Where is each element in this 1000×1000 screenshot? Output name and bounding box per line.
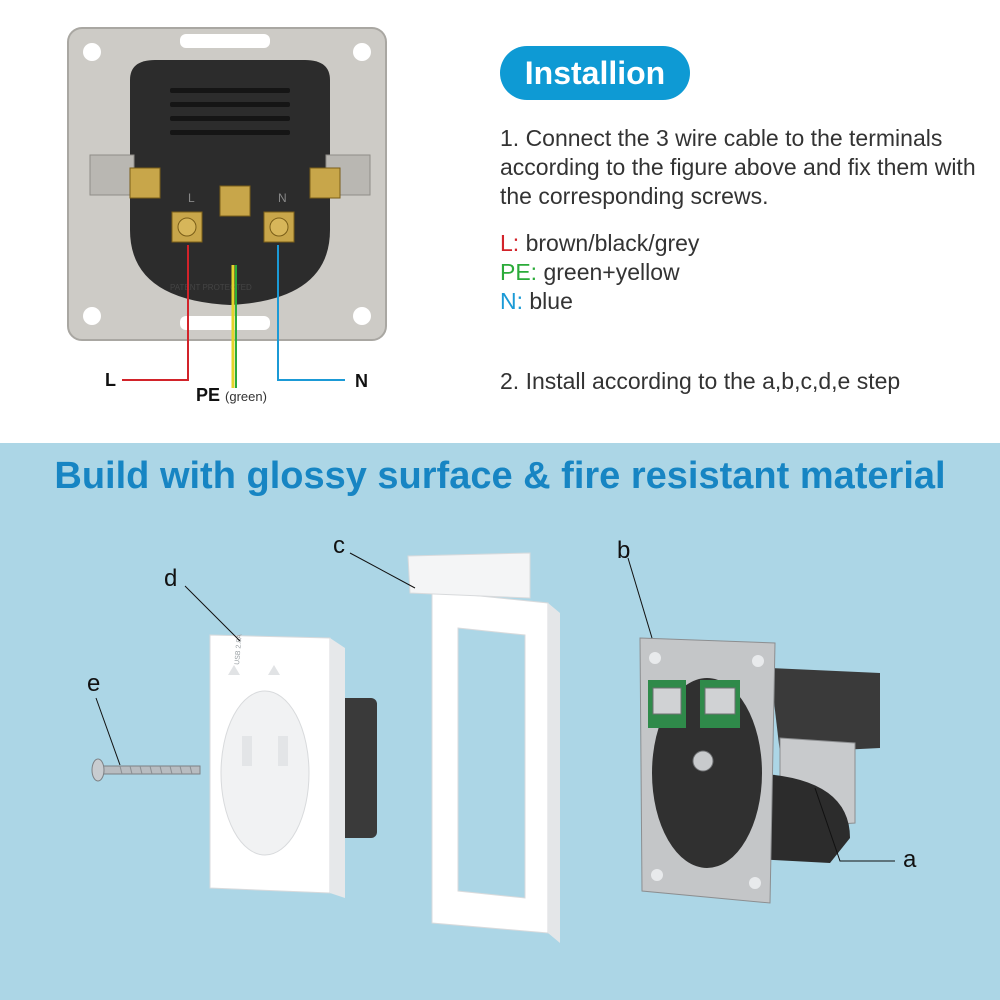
leader-c xyxy=(349,552,416,589)
label-part-b: b xyxy=(617,537,631,564)
frame-slot xyxy=(180,34,270,48)
wire-desc-PE: green+yellow xyxy=(543,259,680,285)
leader-b xyxy=(627,557,653,639)
section-title-badge: Installion xyxy=(500,46,690,100)
exploded-assembly-illustration: USB 2.8A xyxy=(91,552,895,943)
installation-section: L N PATENT PROTECTED L PE (green) N Inst… xyxy=(0,0,1000,443)
part-d-front-cover: USB 2.8A xyxy=(209,634,377,898)
lead-N xyxy=(277,340,345,381)
left-clamp xyxy=(89,154,135,196)
mount-hole xyxy=(83,307,101,325)
vent-slots xyxy=(170,88,290,135)
mount-hole xyxy=(353,43,371,61)
wire-desc-L: brown/black/grey xyxy=(525,230,700,256)
brass-terminal xyxy=(129,167,161,199)
label-PE-main: PE xyxy=(196,385,221,405)
wire-code-N: N: xyxy=(500,288,523,314)
lead-L xyxy=(122,340,189,381)
leader-e xyxy=(95,697,121,766)
terminal-label-L: L xyxy=(188,191,195,205)
brass-terminal xyxy=(309,167,341,199)
socket-wiring-diagram: L N PATENT PROTECTED xyxy=(67,27,387,350)
screw-N xyxy=(269,217,289,237)
socket-body xyxy=(130,60,330,305)
leader-a xyxy=(814,787,895,862)
wire-leads xyxy=(122,340,345,388)
wire-legend-L: L: brown/black/grey xyxy=(500,229,699,258)
material-headline: Build with glossy surface & fire resista… xyxy=(54,455,946,497)
label-PE: PE (green) xyxy=(196,385,267,406)
terminal-label-N: N xyxy=(278,191,287,205)
wire-legend-N: N: blue xyxy=(500,287,573,316)
mount-hole xyxy=(83,43,101,61)
leader-d xyxy=(184,585,241,642)
brass-terminal xyxy=(219,185,251,217)
part-b-metal-frame xyxy=(639,637,776,904)
label-PE-sub: (green) xyxy=(225,389,267,404)
label-N: N xyxy=(355,371,368,391)
part-c-frame xyxy=(407,552,560,943)
label-L: L xyxy=(105,370,116,390)
mount-hole xyxy=(353,307,371,325)
screw-L xyxy=(177,217,197,237)
usb-marking: USB 2.8A xyxy=(234,634,244,666)
part-e-screw xyxy=(91,758,201,782)
wire-code-L: L: xyxy=(500,230,520,256)
wire-code-PE: PE: xyxy=(500,259,538,285)
frame-slot xyxy=(180,316,270,330)
label-part-e: e xyxy=(87,670,101,697)
wire-desc-N: blue xyxy=(529,288,573,314)
embossed-text: PATENT PROTECTED xyxy=(170,283,252,292)
label-part-d: d xyxy=(164,565,178,592)
step-2-text: 2. Install according to the a,b,c,d,e st… xyxy=(500,368,901,394)
label-part-c: c xyxy=(333,532,345,559)
label-part-a: a xyxy=(903,846,917,873)
wire-legend-PE: PE: green+yellow xyxy=(500,258,680,287)
step-1-text: 1. Connect the 3 wire cable to the termi… xyxy=(500,125,976,209)
